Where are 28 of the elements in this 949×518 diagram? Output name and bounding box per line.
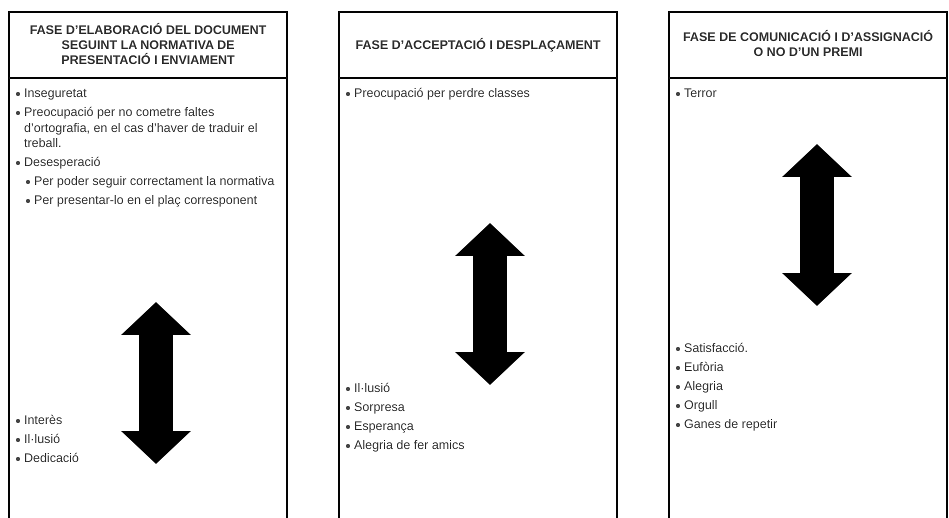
phase-title: FASE D’ACCEPTACIÓ I DESPLAÇAMENT xyxy=(356,38,600,52)
bullet-item: Inseguretat xyxy=(15,86,283,102)
bullet-item: Eufòria xyxy=(675,360,943,376)
bullet-item: Preocupació per no cometre faltes d’ortografia, en el cas d’haver de traduir el treball. xyxy=(15,105,283,152)
phase-panel xyxy=(338,77,618,518)
bullet-item: Alegria de fer amics xyxy=(345,438,613,454)
phase-header-box xyxy=(338,11,618,79)
phase-title: FASE DE COMUNICACIÓ I D’ASSIGNACIÓ O NO D’UN PREMI xyxy=(682,30,934,60)
bullet-item: Ganes de repetir xyxy=(675,417,943,433)
phase-header-box xyxy=(668,11,948,79)
bullet-item: Preocupació per perdre classes xyxy=(345,86,613,102)
bullet-item: Dedicació xyxy=(15,451,283,467)
bullet-item: Per presentar-lo en el plaç corresponent xyxy=(25,193,283,209)
bullet-item: Desesperació xyxy=(15,155,283,171)
phase-panel xyxy=(668,77,948,518)
bullet-item: Il·lusió xyxy=(345,381,613,397)
bullet-item: Interès xyxy=(15,413,283,429)
bullet-item: Satisfacció. xyxy=(675,341,943,357)
bullet-item: Per poder seguir correctament la normativa xyxy=(25,174,283,190)
bullet-item: Terror xyxy=(675,86,943,102)
phase-header-box xyxy=(8,11,288,79)
bullet-item: Alegria xyxy=(675,379,943,395)
phase-title: FASE D’ELABORACIÓ DEL DOCUMENT SEGUINT LA NORMATIVA DE PRESENTACIÓ I ENVIAMENT xyxy=(28,22,268,68)
bullet-item: Orgull xyxy=(675,398,943,414)
bullet-item: Esperança xyxy=(345,419,613,435)
bullet-item: Sorpresa xyxy=(345,400,613,416)
bullet-item: Il·lusió xyxy=(15,432,283,448)
phase-panel xyxy=(8,77,288,518)
